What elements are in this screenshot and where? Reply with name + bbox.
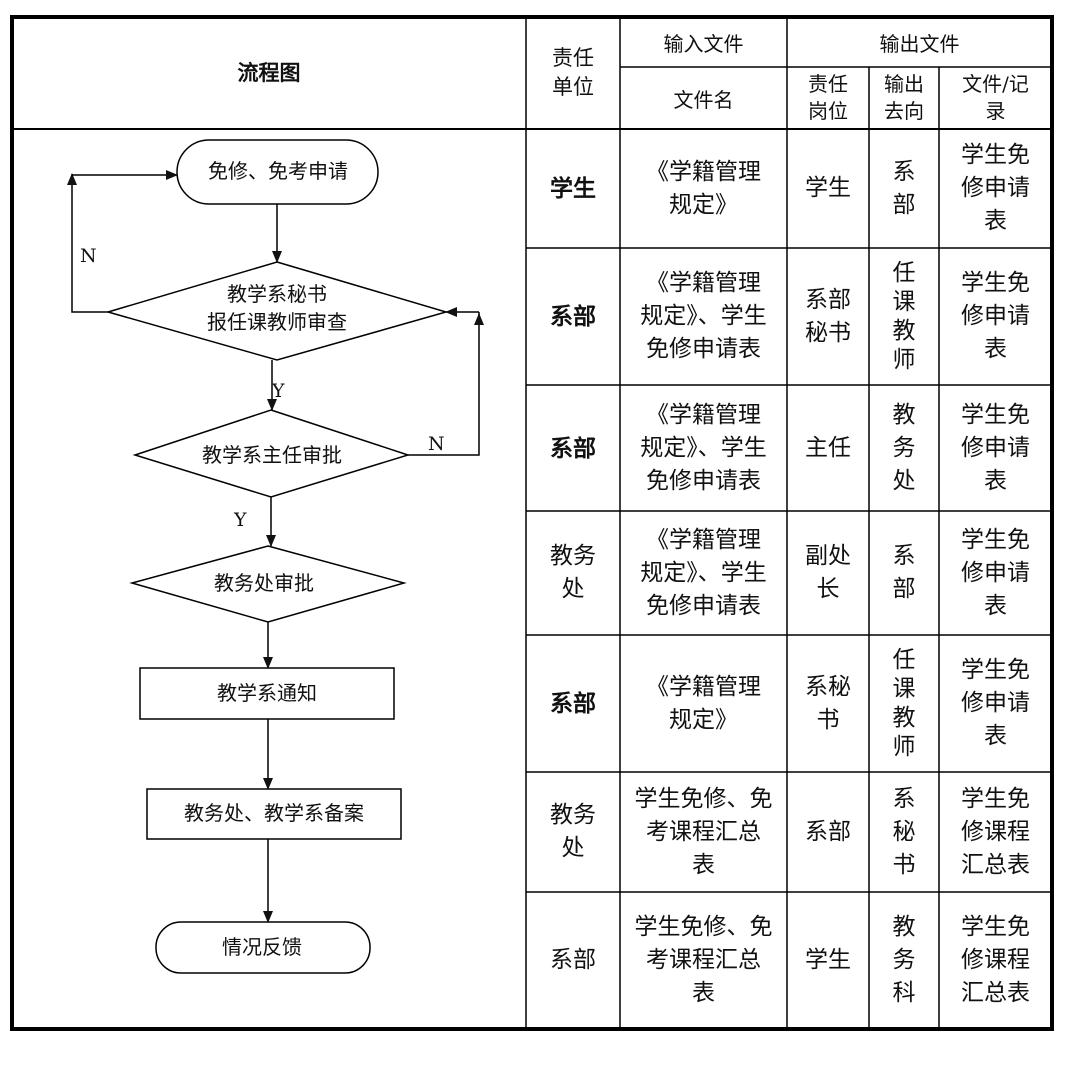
record-cell: 学生免 修申请 表 (961, 401, 1030, 494)
unit-cell: 系部 (550, 434, 596, 462)
responsible-post-cell: 系部 (805, 818, 851, 845)
output-direction-cell: 教 务 科 (892, 914, 916, 1006)
record-cell: 学生免 修申请 表 (961, 657, 1030, 749)
responsible-post-cell: 副处 长 (805, 543, 851, 602)
label-no-2: N (428, 433, 445, 455)
output-direction-cell: 系 部 (892, 543, 916, 602)
filing-box (146, 788, 402, 840)
input-file-cell: 《学籍管理 规定》、学生 免修申请表 (640, 526, 767, 619)
record-cell: 学生免 修申请 表 (961, 270, 1030, 362)
header-flowchart: 流程图 (238, 60, 301, 85)
unit-cell: 教务 处 (550, 543, 596, 602)
header-output-direction: 输出 去向 (884, 72, 924, 123)
header-input-files: 输入文件 (663, 31, 744, 56)
responsible-post-cell: 学生 (805, 947, 851, 973)
output-direction-cell: 任 课 教 师 (892, 646, 916, 760)
responsible-post-cell: 系秘 书 (805, 673, 851, 733)
record-cell: 学生免 修课程 汇总表 (961, 785, 1030, 878)
input-file-cell: 学生免修、免 考课程汇总 表 (634, 785, 773, 878)
start-label: 免修、免考申请 (208, 159, 348, 183)
responsible-post-cell: 系部 秘书 (805, 286, 851, 346)
unit-cell: 教务 处 (550, 802, 596, 861)
output-direction-cell: 系 秘 书 (892, 785, 916, 878)
notice-label: 教学系通知 (217, 681, 317, 705)
record-cell: 学生免 修申请 表 (961, 142, 1030, 234)
record-cell: 学生免 修申请 表 (961, 526, 1030, 619)
filing-label: 教务处、教学系备案 (184, 801, 364, 825)
input-file-cell: 《学籍管理 规定》 (646, 673, 761, 733)
flowchart (67, 139, 484, 974)
responsible-post-cell: 学生 (805, 175, 851, 201)
input-file-cell: 《学籍管理 规定》 (646, 158, 761, 218)
header-file-name: 文件名 (673, 87, 734, 112)
header-file-record: 文件/记 录 (962, 72, 1029, 123)
header-output-files: 输出文件 (879, 31, 960, 56)
header-responsible-unit: 责任 单位 (552, 46, 594, 99)
table-outer-border (10, 15, 1054, 1031)
unit-cell: 系部 (550, 690, 596, 717)
label-no-1: N (80, 245, 97, 267)
label-yes-1: Y (271, 380, 285, 402)
label-yes-2: Y (233, 509, 247, 531)
responsible-post-cell: 主任 (805, 434, 851, 461)
header-responsible-post: 责任 岗位 (808, 72, 848, 123)
feedback-label: 情况反馈 (222, 935, 302, 959)
unit-cell: 系部 (550, 303, 596, 330)
secretary-review-label-1: 教学系秘书 (227, 282, 327, 306)
academic-approval-label: 教务处审批 (214, 571, 314, 595)
unit-cell: 学生 (550, 175, 596, 202)
notice-box (139, 667, 395, 720)
output-direction-cell: 任 课 教 师 (892, 259, 916, 373)
output-direction-cell: 教 务 处 (892, 401, 916, 494)
unit-cell: 系部 (550, 947, 596, 973)
input-file-cell: 《学籍管理 规定》、学生 免修申请表 (640, 270, 767, 362)
input-file-cell: 学生免修、免 考课程汇总 表 (634, 914, 773, 1006)
secretary-review-diamond (105, 261, 449, 361)
secretary-review-label-2: 报任课教师审查 (207, 310, 347, 334)
record-cell: 学生免 修课程 汇总表 (961, 914, 1030, 1006)
director-approval-label: 教学系主任审批 (202, 443, 342, 467)
input-file-cell: 《学籍管理 规定》、学生 免修申请表 (640, 401, 767, 494)
output-direction-cell: 系 部 (892, 158, 916, 218)
